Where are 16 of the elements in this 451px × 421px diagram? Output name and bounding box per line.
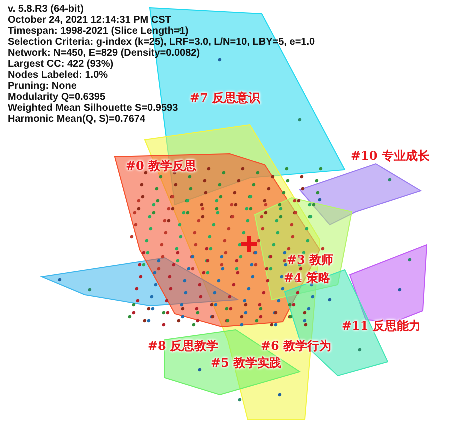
- cluster-label: #11 反思能力: [342, 318, 421, 335]
- info-text: Largest CC: 422 (93%): [8, 59, 114, 70]
- info-text: Nodes Labeled: 1.0%: [8, 70, 108, 81]
- info-text: Pruning: None: [8, 81, 77, 92]
- cluster-label: #3 教师: [287, 252, 334, 269]
- info-text: v. 5.8.R3 (64-bit): [8, 4, 84, 15]
- cluster-label: #10 专业成长: [351, 148, 430, 165]
- cluster-label: #7 反思意识: [190, 90, 261, 107]
- info-text: Network: N=450, E=829 (Density=0.0082): [8, 48, 200, 59]
- cluster-label: #4 策略: [284, 270, 331, 287]
- info-text: Timespan: 1998-2021 (Slice Length=1): [8, 26, 189, 37]
- info-text: October 24, 2021 12:14:31 PM CST: [8, 15, 172, 26]
- info-text: Harmonic Mean(Q, S)=0.7674: [8, 114, 146, 125]
- info-text: Modularity Q=0.6395: [8, 92, 106, 103]
- cluster-label: #6 教学行为: [261, 338, 332, 355]
- cluster-label: #5 教学实践: [211, 355, 282, 372]
